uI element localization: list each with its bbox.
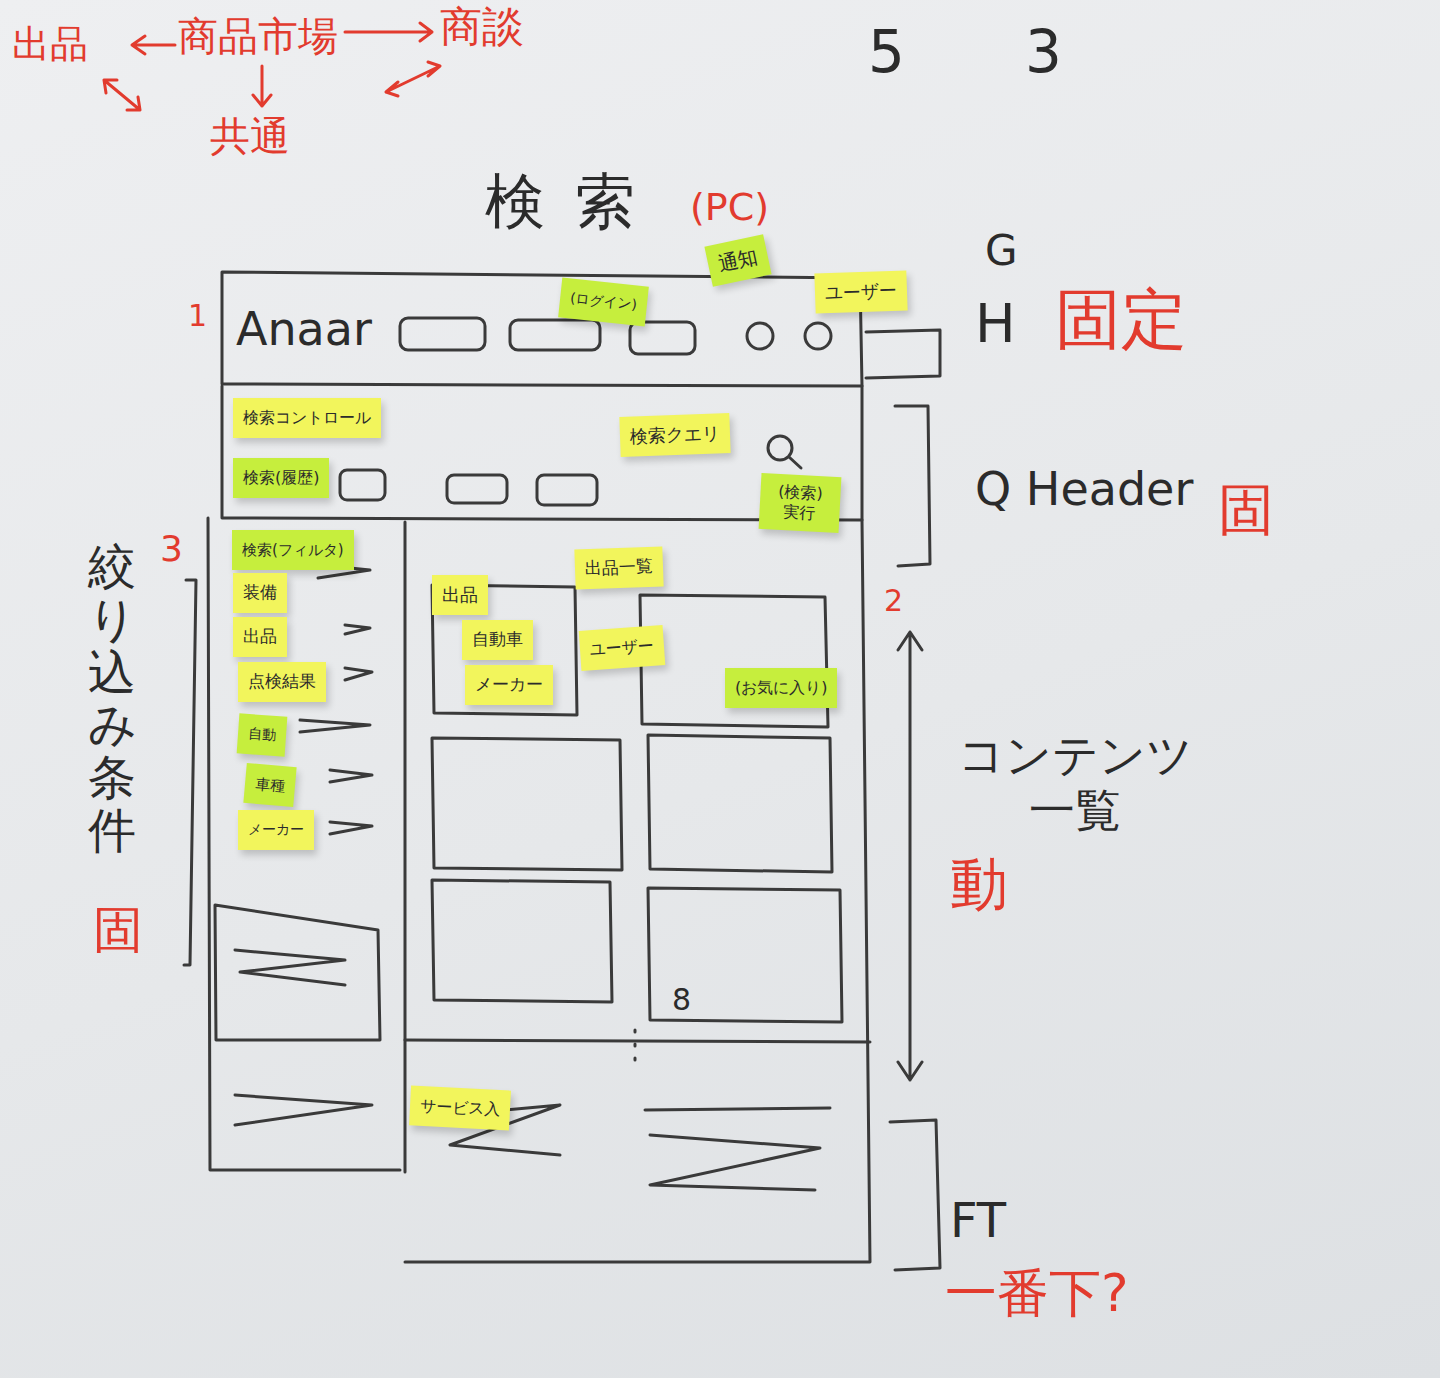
sticky-note: 車種 bbox=[243, 763, 296, 807]
page-number: 5 bbox=[868, 18, 905, 88]
note-text: ユーザー bbox=[825, 280, 898, 305]
sticky-note: メーカー bbox=[465, 665, 553, 705]
area-label: Q Header bbox=[975, 462, 1193, 517]
sticky-note: 通知 bbox=[704, 234, 771, 287]
note-text: 出品一覧 bbox=[585, 556, 654, 580]
sticky-note: メーカー bbox=[238, 810, 314, 850]
sticky-note: 検索クエリ bbox=[619, 413, 730, 457]
title: 検索 bbox=[485, 165, 665, 237]
sticky-note: 出品一覧 bbox=[574, 546, 663, 589]
sticky-note: 検索(フィルタ) bbox=[232, 530, 354, 570]
sticky-note: ユーザー bbox=[814, 270, 907, 313]
behavior-note: 固定 bbox=[1055, 280, 1187, 359]
note-text: 検索(フィルタ) bbox=[242, 541, 344, 560]
note-text: ユーザー bbox=[589, 636, 654, 660]
sticky-note: 自動 bbox=[237, 713, 288, 756]
sticky-note: 装備 bbox=[233, 573, 287, 613]
sticky-note: (ログイン) bbox=[558, 278, 649, 327]
area-label: G bbox=[985, 226, 1018, 276]
sticky-note: 出品 bbox=[233, 617, 287, 657]
area-label: FT bbox=[950, 1192, 1006, 1250]
note-text: メーカー bbox=[475, 674, 543, 695]
note-text: 出品 bbox=[442, 584, 478, 607]
note-text: 商品市場 bbox=[178, 12, 338, 60]
behavior-note: 一番下? bbox=[945, 1262, 1129, 1324]
behavior-note: 固 bbox=[93, 900, 143, 960]
callout-number: 2 bbox=[884, 583, 903, 619]
sticky-note: (検索) 実行 bbox=[759, 473, 842, 533]
note-text: 出品 bbox=[12, 22, 88, 68]
sticky-note: 検索(履歴) bbox=[233, 458, 329, 498]
note-text: 通知 bbox=[716, 244, 760, 277]
sticky-note: 出品 bbox=[432, 575, 488, 615]
logo-text: Anaar bbox=[236, 302, 372, 357]
note-text: 検索クエリ bbox=[630, 422, 721, 448]
note-text: 点検結果 bbox=[248, 671, 316, 692]
note-text: 共通 bbox=[210, 112, 290, 160]
page-number: 3 bbox=[1025, 18, 1062, 88]
note-text: 装備 bbox=[243, 582, 277, 603]
title-suffix: (PC) bbox=[690, 185, 769, 231]
note-text: 検索(履歴) bbox=[243, 468, 319, 488]
area-label: H bbox=[975, 292, 1016, 357]
note-text: 車種 bbox=[254, 774, 286, 795]
note-text: サービス入 bbox=[420, 1096, 501, 1120]
sticky-note: (お気に入り) bbox=[725, 668, 837, 708]
callout-number: 1 bbox=[188, 298, 207, 334]
note-text: メーカー bbox=[248, 821, 304, 839]
sticky-note: 点検結果 bbox=[238, 662, 326, 702]
note-text: (ログイン) bbox=[569, 290, 637, 314]
sticky-note: ユーザー bbox=[579, 625, 666, 671]
sticky-note: 検索コントロール bbox=[233, 398, 381, 438]
behavior-note: 動 bbox=[950, 850, 1008, 920]
area-label: コンテンツ 一覧 bbox=[950, 728, 1200, 838]
sticky-note: サービス入 bbox=[409, 1085, 511, 1130]
note-text: 商談 bbox=[440, 2, 524, 52]
note-text: (お気に入り) bbox=[735, 678, 827, 698]
area-label: 絞り込み条件 bbox=[88, 540, 136, 857]
note-text: 検索コントロール bbox=[243, 408, 371, 428]
note-text: 自動 bbox=[247, 725, 276, 744]
callout-number: 3 bbox=[160, 527, 183, 570]
note-text: 出品 bbox=[243, 626, 277, 647]
note-text: (検索) 実行 bbox=[769, 481, 831, 524]
note-text: 自動車 bbox=[472, 629, 523, 650]
sticky-note: 自動車 bbox=[462, 620, 533, 660]
mark-text: 8 bbox=[672, 982, 691, 1018]
behavior-note: 固 bbox=[1218, 476, 1274, 543]
